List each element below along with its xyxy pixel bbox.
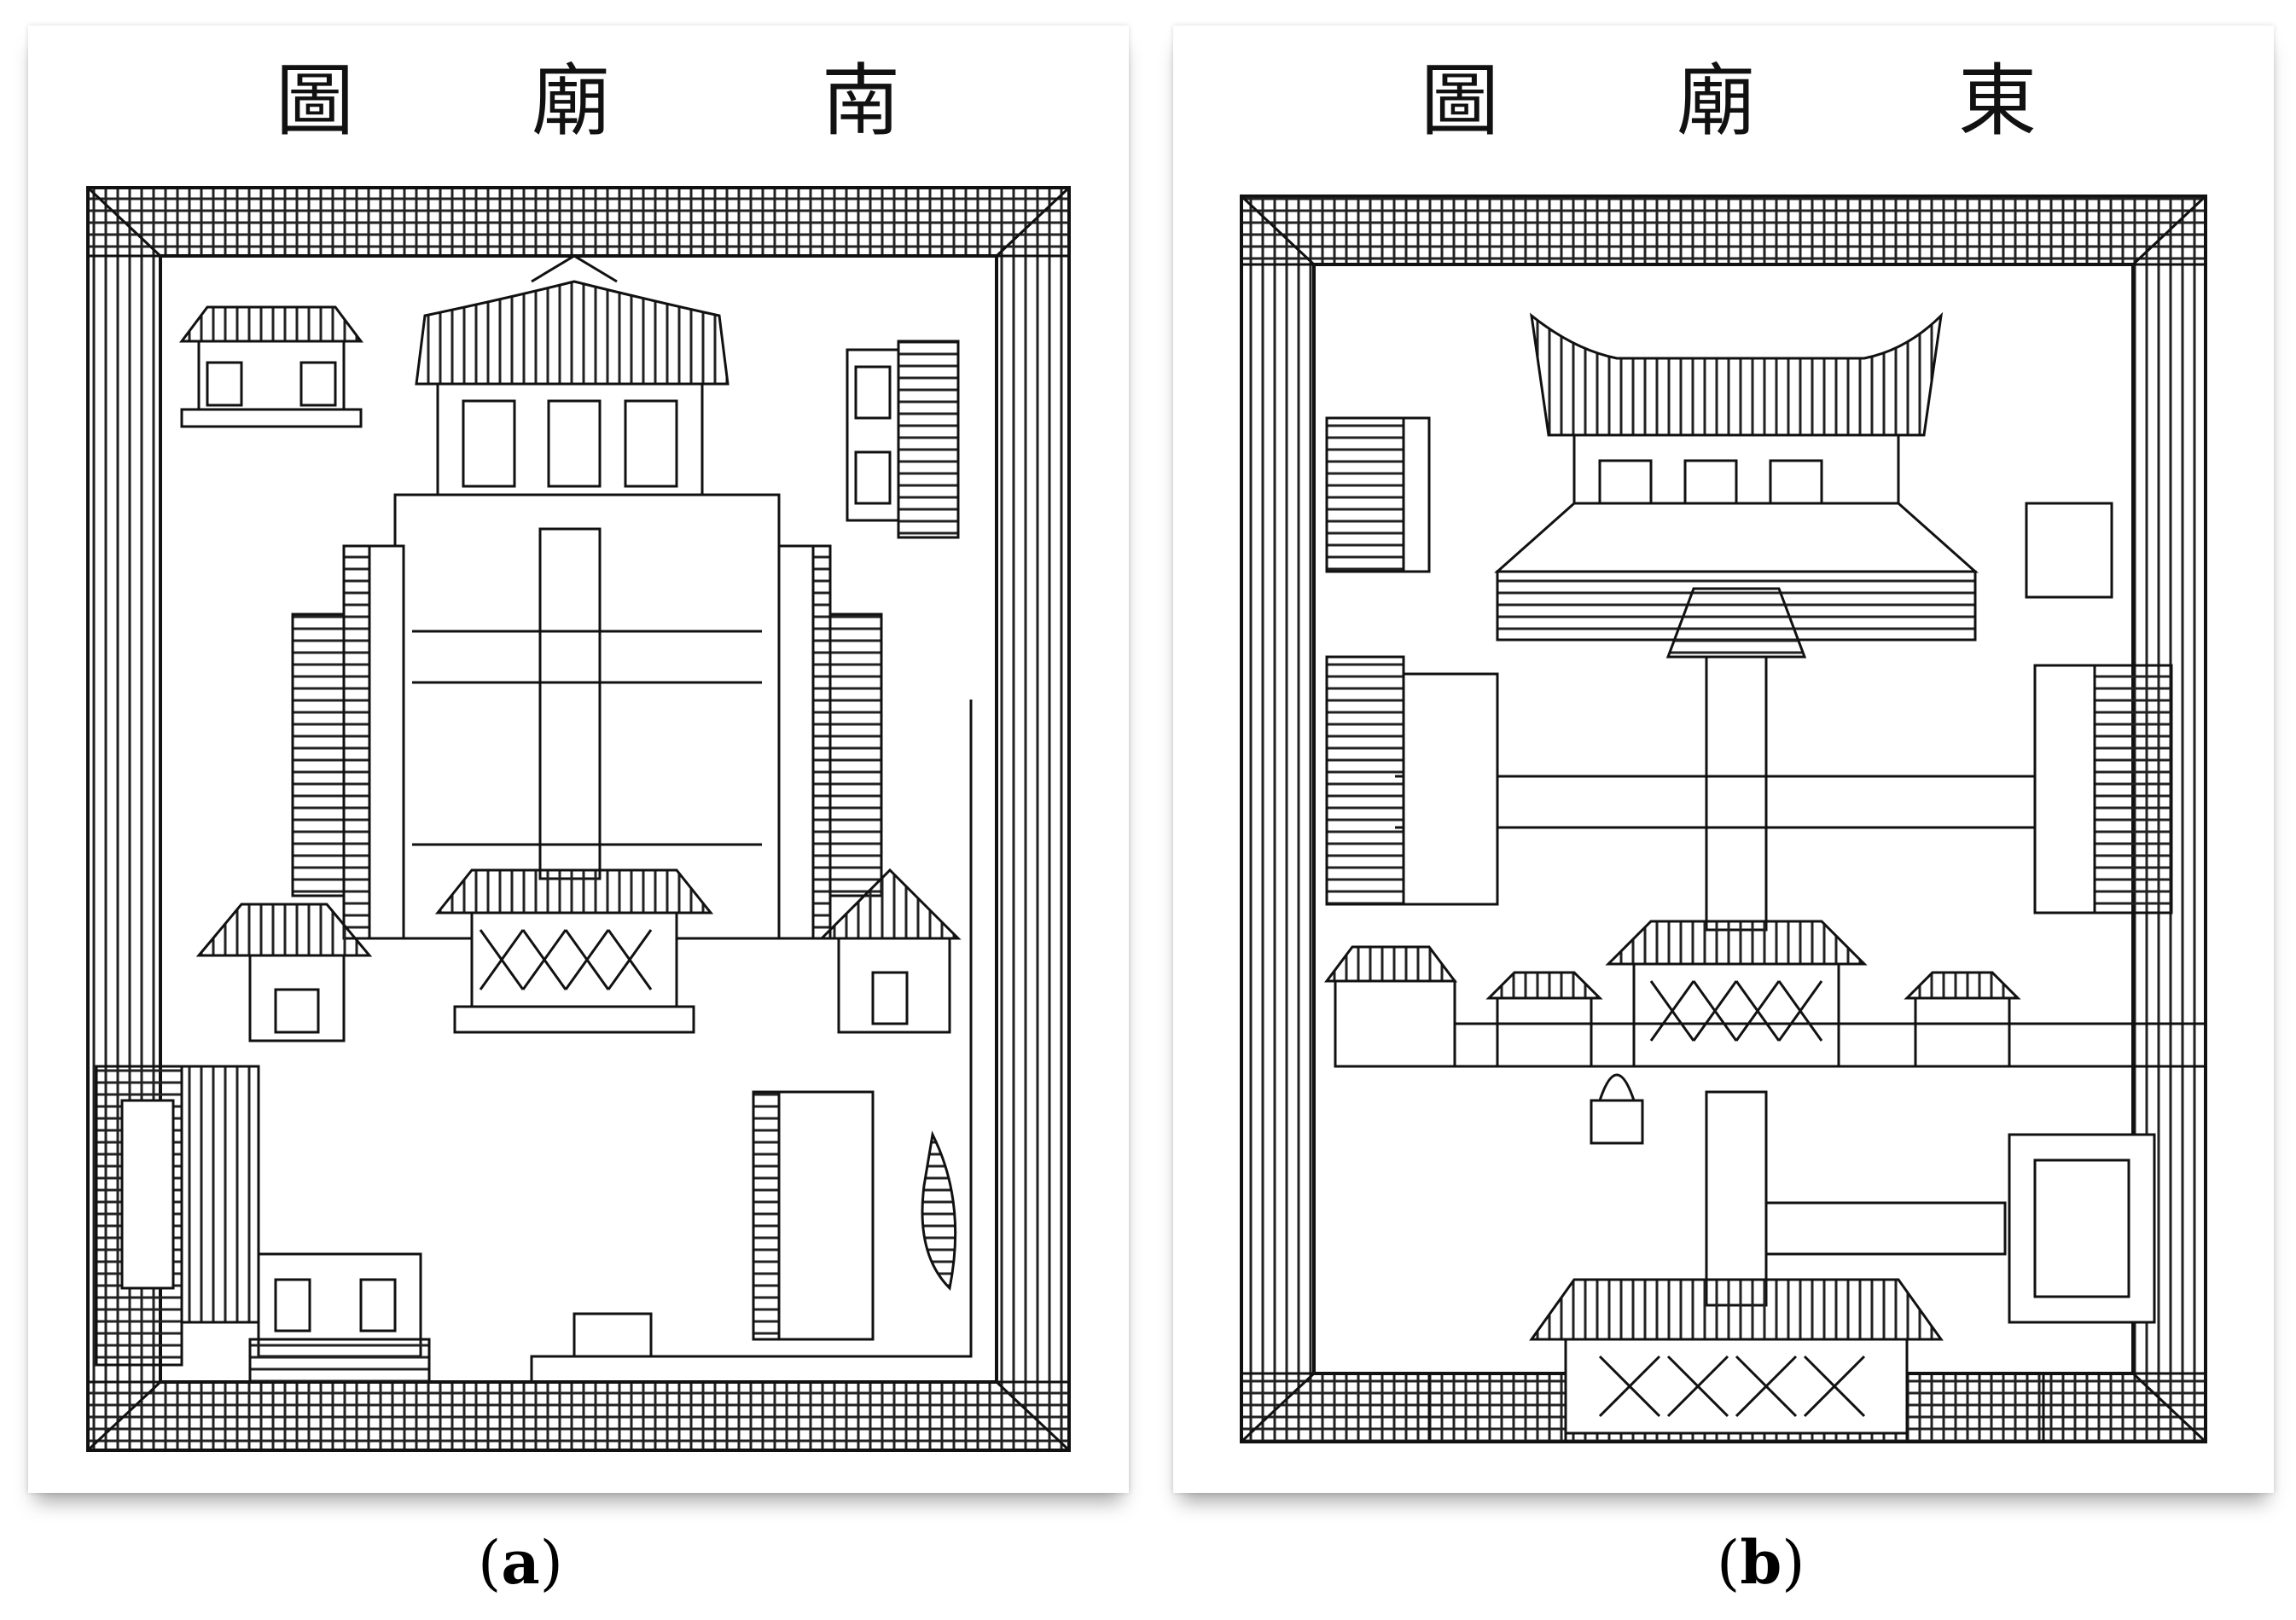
- lower-left-building: [95, 1065, 260, 1367]
- caption-a-open: (: [478, 1528, 502, 1598]
- title-char-1: 圖: [1421, 55, 1499, 147]
- caption-b-close: ): [1782, 1528, 1805, 1598]
- pavilion-top-right: [846, 340, 960, 539]
- right-side-halls: [2025, 502, 2173, 915]
- left-side-halls: [1325, 416, 1499, 906]
- right-lower-compound: [1764, 1133, 2156, 1324]
- main-hall: [393, 254, 781, 940]
- caption-a-close: ): [539, 1528, 563, 1598]
- left-wing: [291, 544, 405, 940]
- lower-pavilion: [248, 1252, 431, 1384]
- title-char-3: 東: [1958, 55, 2037, 147]
- central-axis: [1395, 655, 2095, 1307]
- title-char-2: 廟: [532, 55, 610, 147]
- title-char-3: 南: [822, 55, 900, 147]
- front-gate-hall: [434, 868, 714, 1034]
- caption-b: (b): [1717, 1527, 1805, 1598]
- title-char-1: 圖: [276, 55, 354, 147]
- caption-b-letter: b: [1740, 1527, 1782, 1598]
- right-courtyard: [530, 700, 973, 1382]
- caption-a: (a): [478, 1527, 563, 1598]
- pavilion-right-small: [818, 868, 962, 1034]
- south-temple-woodcut: 圖 廟 南: [86, 55, 1071, 1452]
- panel-a-south-temple-map: 圖 廟 南: [28, 26, 1129, 1493]
- middle-row-buildings: [1324, 920, 2207, 1145]
- main-hall: [1494, 311, 1979, 659]
- right-wing: [777, 544, 883, 940]
- pavilion-top-left: [179, 305, 363, 428]
- caption-a-letter: a: [501, 1527, 540, 1598]
- east-temple-woodcut: 圖 廟 東: [1240, 55, 2207, 1443]
- front-gate: [1427, 1278, 2045, 1443]
- pavilion-left-small: [195, 903, 373, 1042]
- caption-b-open: (: [1717, 1528, 1741, 1598]
- panel-b-east-temple-map: 圖 廟 東: [1173, 26, 2274, 1493]
- title-char-2: 廟: [1677, 55, 1755, 147]
